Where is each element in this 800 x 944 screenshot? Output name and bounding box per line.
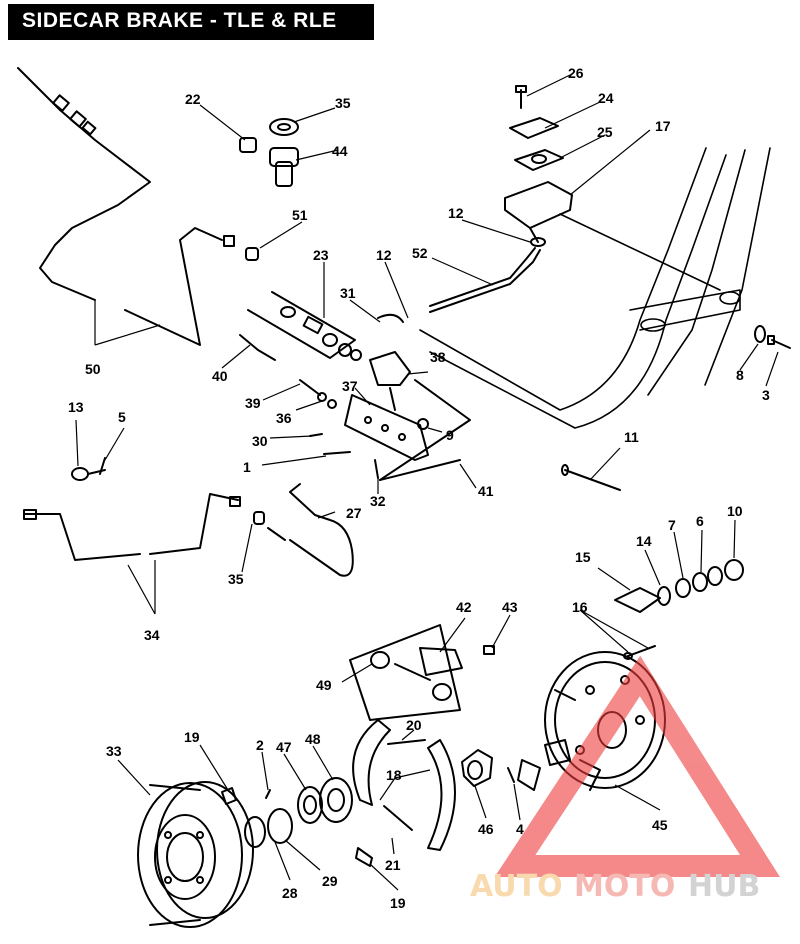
callout-1: 1 (243, 459, 251, 475)
callout-20: 20 (406, 717, 422, 733)
title-bar: SIDECAR BRAKE - TLE & RLE (8, 4, 374, 40)
bearings (244, 777, 353, 848)
callout-42: 42 (456, 599, 472, 615)
watermark-logo: AUTO MOTO HUB (470, 655, 780, 904)
clamp-13-5 (71, 457, 106, 481)
callout-43: 43 (502, 599, 518, 615)
callout-6: 6 (696, 513, 704, 529)
callout-16: 16 (572, 599, 588, 615)
watermark-hub: HUB (688, 869, 760, 904)
callout-32: 32 (370, 493, 386, 509)
brake-shoes (352, 719, 456, 867)
callout-30: 30 (252, 433, 268, 449)
callout-7: 7 (668, 517, 676, 533)
brake-line-lower (23, 493, 241, 561)
callout-50: 50 (85, 361, 101, 377)
callout-24: 24 (598, 90, 614, 106)
callout-11: 11 (624, 429, 639, 445)
callout-51: 51 (292, 207, 308, 223)
callout-31: 31 (340, 285, 356, 301)
callout-9: 9 (446, 427, 454, 443)
page-title: SIDECAR BRAKE - TLE & RLE (22, 9, 337, 32)
leader-lines (75, 74, 779, 891)
callout-12a: 12 (448, 205, 464, 221)
callout-37: 37 (342, 378, 358, 394)
callout-39: 39 (245, 395, 261, 411)
watermark-moto: MOTO (574, 869, 675, 904)
callout-8: 8 (736, 367, 744, 383)
callout-21: 21 (385, 857, 401, 873)
callout-40: 40 (212, 368, 228, 384)
callout-13: 13 (68, 399, 84, 415)
lever-group (614, 559, 744, 660)
watermark-auto: AUTO (470, 869, 563, 904)
washer-8 (754, 325, 766, 343)
callout-44: 44 (332, 143, 348, 159)
callout-28: 28 (282, 885, 298, 901)
tee-fitting-group (239, 118, 299, 187)
bolt-4 (507, 767, 515, 783)
callout-18: 18 (386, 767, 402, 783)
watermark-triangle (494, 655, 780, 877)
callout-41: 41 (478, 483, 494, 499)
callout-52: 52 (412, 245, 428, 261)
callout-4: 4 (516, 821, 524, 837)
callout-47: 47 (276, 739, 292, 755)
brake-cable-27 (289, 483, 354, 577)
callout-34: 34 (144, 627, 160, 643)
callout-19a: 19 (184, 729, 200, 745)
brake-drum-33 (137, 781, 254, 928)
brake-line-upper (17, 67, 235, 346)
callout-35: 35 (335, 95, 351, 111)
callout-labels: 22 35 44 26 24 25 17 51 12 52 23 12 31 5… (68, 65, 770, 911)
callout-46: 46 (478, 821, 494, 837)
callout-10: 10 (727, 503, 743, 519)
fitting-51 (245, 247, 259, 261)
rod-11 (564, 469, 621, 491)
callout-12b: 12 (376, 247, 392, 263)
brake-tube-52 (429, 249, 541, 313)
callout-15: 15 (575, 549, 591, 565)
sidecar-frame (419, 147, 771, 429)
callout-36: 36 (276, 410, 292, 426)
callout-22: 22 (185, 91, 201, 107)
callout-19b: 19 (390, 895, 406, 911)
nut-46 (461, 749, 493, 787)
callout-2: 2 (256, 737, 264, 753)
callout-48: 48 (305, 731, 321, 747)
callout-49: 49 (316, 677, 332, 693)
master-cylinder-group (239, 291, 471, 481)
callout-17: 17 (655, 118, 671, 134)
callout-38: 38 (430, 349, 446, 365)
callout-26: 26 (568, 65, 584, 81)
callout-33: 33 (106, 743, 122, 759)
callout-23: 23 (313, 247, 329, 263)
callout-25: 25 (597, 124, 613, 140)
callout-35b: 35 (228, 571, 244, 587)
callout-29: 29 (322, 873, 338, 889)
callout-5: 5 (118, 409, 126, 425)
callout-27: 27 (346, 505, 362, 521)
mount-bracket-group (504, 85, 573, 247)
callout-3: 3 (762, 387, 770, 403)
callout-14: 14 (636, 533, 652, 549)
callout-45: 45 (652, 817, 668, 833)
wheel-cylinder-group (349, 624, 495, 721)
